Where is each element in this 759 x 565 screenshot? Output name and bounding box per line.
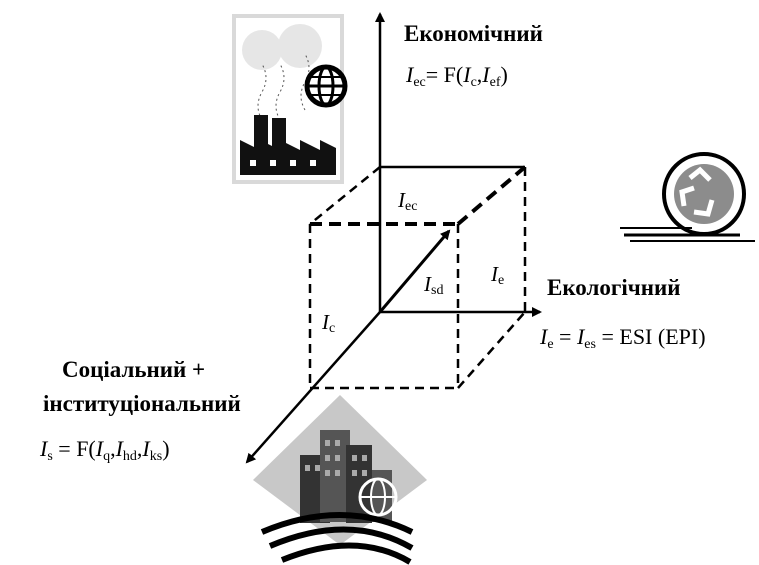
recycle-icon <box>620 152 755 242</box>
parallelepiped <box>308 165 527 390</box>
formula-ecological: Ie = Ies = ESI (EPI) <box>540 324 706 352</box>
vector-isd <box>378 229 451 313</box>
axis-title-social-line2: інституціональний <box>43 391 241 416</box>
city-buildings-icon <box>253 395 427 565</box>
vector-label-ic: Ic <box>322 310 336 336</box>
axis-title-social-line1: Соціальний + <box>62 357 206 382</box>
formula-social: Is = F(Iq,Ihd,Iks) <box>40 436 170 464</box>
vector-label-isd: Isd <box>424 272 444 298</box>
vector-label-iec: Iec <box>398 188 418 214</box>
factory-globe-icon <box>232 14 348 184</box>
axis-title-ecological: Екологічний <box>547 275 681 300</box>
axis-title-economic: Економічний <box>404 21 543 46</box>
formula-economic: Iec= F(Ic,Ief) <box>406 62 508 90</box>
vector-label-ie: Ie <box>491 262 505 288</box>
